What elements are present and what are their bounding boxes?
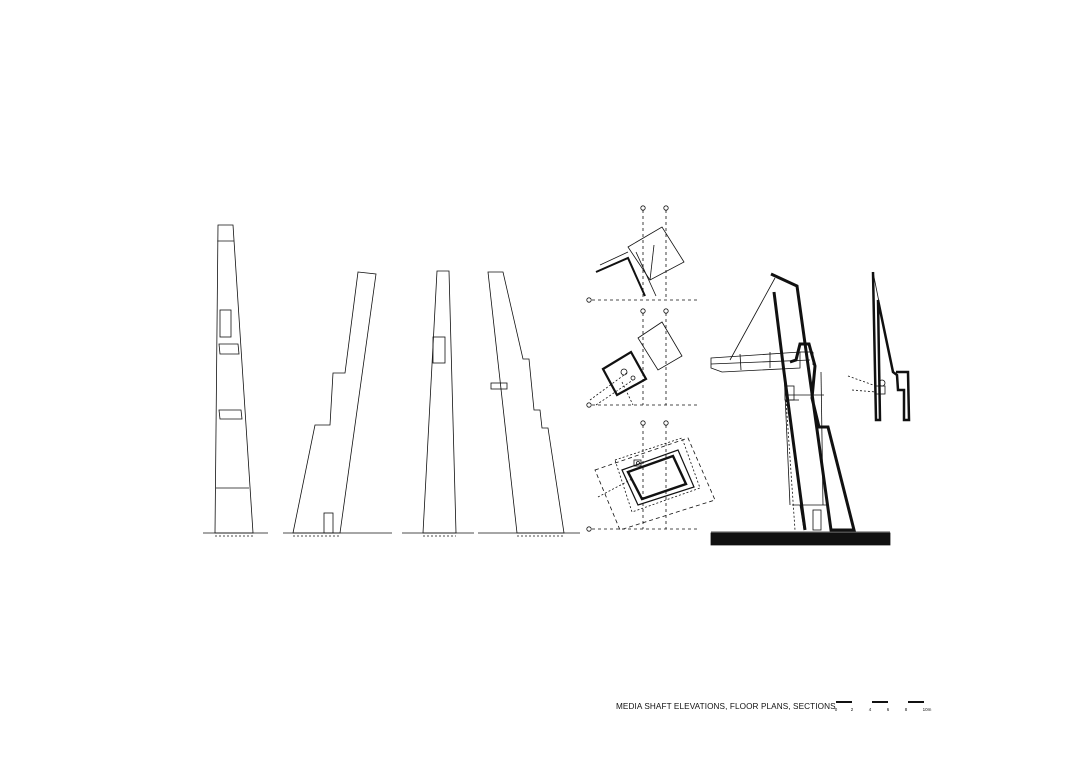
elevation-back-stepped (478, 271, 580, 537)
scale-tick-label: 2 (850, 707, 854, 712)
scale-bar-segment (836, 701, 852, 703)
scale-bar-segment (872, 701, 888, 703)
main-section (710, 272, 891, 546)
elevation-front (203, 224, 268, 537)
elevation-narrow (402, 270, 474, 537)
scale-bar-segment (908, 701, 924, 703)
scale-tick-label: 10m (922, 707, 932, 712)
scale-tick-label: 8 (904, 707, 908, 712)
scale-bar: 0 2 4 6 8 10m (830, 698, 940, 718)
scale-tick-label: 6 (886, 707, 890, 712)
drawing-caption: MEDIA SHAFT ELEVATIONS, FLOOR PLANS, SEC… (616, 702, 836, 711)
scale-tick-label: 0 (834, 707, 838, 712)
small-section (847, 271, 911, 422)
scale-tick-label: 4 (868, 707, 872, 712)
floor-plans (586, 205, 716, 532)
elevation-side-stepped (283, 271, 392, 537)
